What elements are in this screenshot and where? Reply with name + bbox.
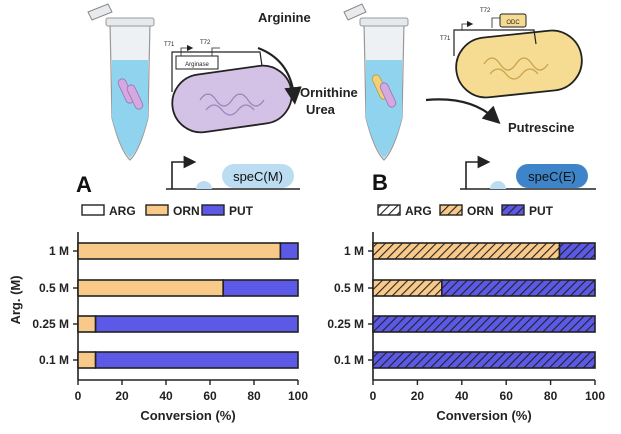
legend-swatch bbox=[439, 204, 463, 216]
tube-right-icon bbox=[343, 3, 409, 161]
legend-swatch bbox=[201, 204, 225, 216]
t72-right-label: T72 bbox=[480, 8, 491, 14]
arrow-to-ornithine bbox=[257, 46, 302, 105]
x-tick-label: 80 bbox=[544, 389, 558, 403]
y-tick-label: 1 M bbox=[49, 244, 69, 258]
gene-box-b bbox=[516, 164, 588, 188]
t71-right-label: T71 bbox=[440, 36, 451, 42]
x-tick-label: 60 bbox=[500, 389, 514, 403]
panel-b-label: B bbox=[372, 170, 388, 195]
legend-label: PUT bbox=[529, 204, 554, 218]
x-tick-label: 0 bbox=[75, 389, 82, 403]
legend-label: ORN bbox=[467, 204, 494, 218]
construct-b-label: speC(E) bbox=[528, 169, 576, 184]
gene-box-a bbox=[222, 164, 294, 188]
x-tick-label: 40 bbox=[455, 389, 469, 403]
bar-segment-put bbox=[279, 242, 299, 260]
y-tick-label: 0.1 M bbox=[334, 353, 364, 367]
tube-left-icon bbox=[87, 3, 155, 161]
bar-segment-put bbox=[558, 242, 596, 260]
bar-segment-orn bbox=[372, 242, 561, 260]
x-axis-title: Conversion (%) bbox=[140, 408, 235, 423]
x-tick-label: 100 bbox=[288, 389, 308, 403]
y-tick-label: 0.25 M bbox=[32, 317, 69, 331]
construct-a: speC(M) bbox=[166, 155, 300, 190]
legend-label: ARG bbox=[109, 204, 136, 218]
bar-segment-orn bbox=[77, 351, 97, 369]
x-tick-label: 20 bbox=[411, 389, 425, 403]
legend-label: PUT bbox=[229, 204, 254, 218]
panel-a-label: A bbox=[76, 172, 92, 197]
x-tick-label: 100 bbox=[585, 389, 605, 403]
construct-a-label: speC(M) bbox=[233, 169, 283, 184]
y-tick-label: 0.25 M bbox=[327, 317, 364, 331]
x-tick-label: 80 bbox=[247, 389, 261, 403]
y-tick-label: 0.5 M bbox=[39, 281, 69, 295]
y-tick-label: 0.1 M bbox=[39, 353, 69, 367]
bar-segment-orn bbox=[372, 279, 443, 297]
cell-right-icon: ODC T71 T72 bbox=[440, 8, 583, 99]
enzyme-right-label: ODC bbox=[506, 20, 520, 26]
legend-swatch bbox=[377, 204, 401, 216]
bar-segment-orn bbox=[77, 315, 97, 333]
cell-left-icon: Arginase T71 T72 bbox=[164, 40, 293, 134]
y-tick-label: 1 M bbox=[344, 244, 364, 258]
ornithine-label: Ornithine bbox=[300, 85, 358, 100]
bar-segment-orn bbox=[77, 279, 224, 297]
x-tick-label: 40 bbox=[159, 389, 173, 403]
legend-swatch bbox=[145, 204, 169, 216]
legend-swatch bbox=[501, 204, 525, 216]
x-tick-label: 60 bbox=[203, 389, 217, 403]
x-tick-label: 0 bbox=[370, 389, 377, 403]
bar-segment-put bbox=[372, 351, 596, 369]
x-tick-label: 20 bbox=[115, 389, 129, 403]
x-axis-title: Conversion (%) bbox=[436, 408, 531, 423]
bar-segment-put bbox=[441, 279, 596, 297]
urea-label: Urea bbox=[306, 102, 336, 117]
y-axis-label: Arg. (M) bbox=[8, 275, 23, 324]
arrow-to-putrescine bbox=[425, 98, 501, 124]
bar-segment-put bbox=[222, 279, 299, 297]
y-tick-label: 0.5 M bbox=[334, 281, 364, 295]
bar-segment-orn bbox=[77, 242, 282, 260]
legend-label: ORN bbox=[173, 204, 200, 218]
legend-label: ARG bbox=[405, 204, 432, 218]
arginine-label: Arginine bbox=[258, 10, 311, 25]
bar-segment-put bbox=[94, 351, 299, 369]
pathway-diagram: Arginase T71 T72 Arginine Ornithine Urea… bbox=[87, 3, 583, 161]
enzyme-left-label: Arginase bbox=[185, 62, 209, 68]
bar-segment-put bbox=[94, 315, 299, 333]
legend-swatch bbox=[81, 204, 105, 216]
bar-segment-put bbox=[372, 315, 596, 333]
t71-left-label: T71 bbox=[164, 42, 175, 48]
t72-left-label: T72 bbox=[200, 40, 211, 46]
construct-b: speC(E) bbox=[460, 155, 596, 190]
putrescine-label: Putrescine bbox=[508, 120, 574, 135]
